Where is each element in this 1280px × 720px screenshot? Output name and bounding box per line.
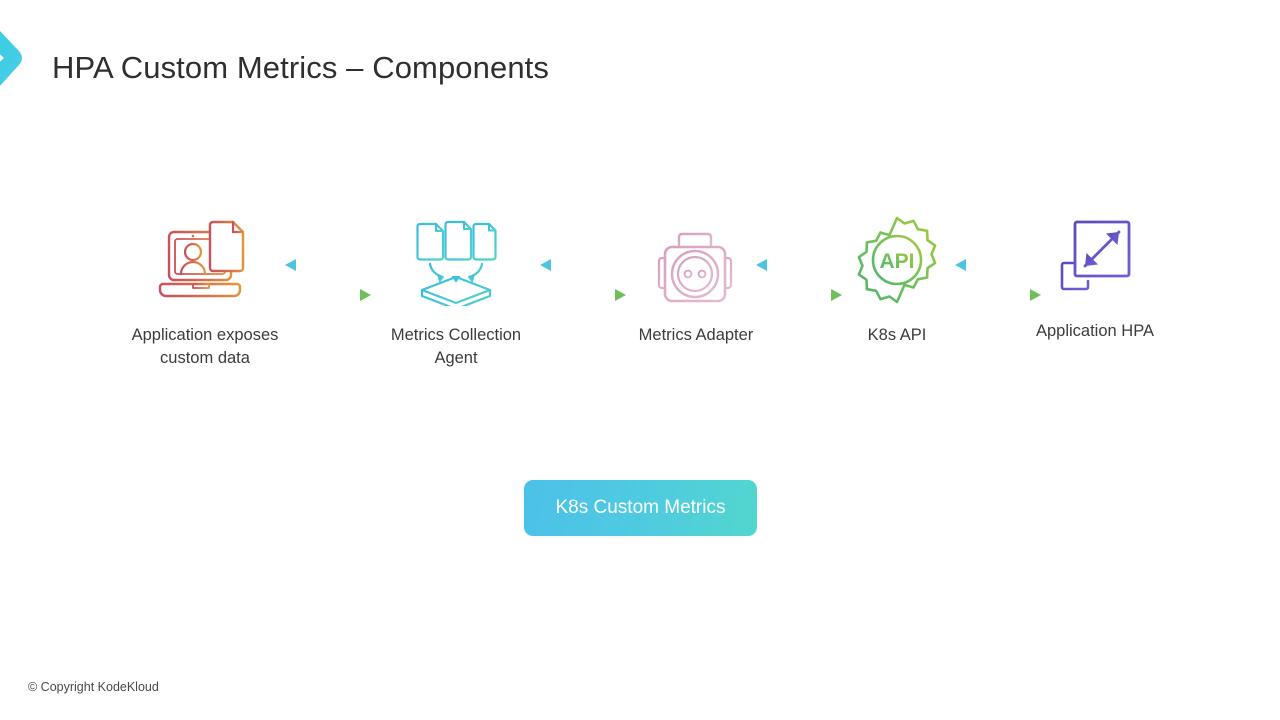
- flow-node-label: Metrics Collection Agent: [390, 326, 522, 367]
- flow-node-metrics-collection-agent[interactable]: Metrics Collection Agent: [356, 212, 556, 370]
- connector-2: [537, 250, 629, 310]
- connector-3: [753, 250, 845, 310]
- arrow-left-icon: [285, 259, 366, 271]
- power-adapter-icon: [596, 212, 796, 308]
- flow-node-application-hpa[interactable]: Application HPA: [995, 208, 1195, 343]
- scale-resize-icon: [995, 208, 1195, 304]
- flow-node-k8s-api[interactable]: API K8s API: [797, 212, 997, 347]
- svg-text:API: API: [879, 250, 914, 273]
- arrow-left-icon: [756, 259, 837, 271]
- flow-node-label: K8s API: [867, 326, 927, 344]
- arrow-left-icon: [955, 259, 1036, 271]
- arrow-right-icon: [290, 289, 371, 301]
- k8s-custom-metrics-button[interactable]: K8s Custom Metrics: [524, 480, 757, 536]
- footer-copyright: © Copyright KodeKloud: [28, 680, 159, 694]
- gear-api-icon: API: [797, 212, 997, 308]
- brand-chevron-mark: [0, 8, 40, 116]
- flow-node-application[interactable]: Application exposes custom data: [105, 212, 305, 370]
- arrow-right-icon: [545, 289, 626, 301]
- flow-node-label: Metrics Adapter: [638, 326, 754, 344]
- arrow-right-icon: [960, 289, 1041, 301]
- flow-node-metrics-adapter[interactable]: Metrics Adapter: [596, 212, 796, 347]
- laptop-user-document-icon: [105, 212, 305, 308]
- arrow-right-icon: [761, 289, 842, 301]
- arrow-left-icon: [540, 259, 621, 271]
- flow-node-label: Application HPA: [1035, 322, 1154, 340]
- connector-1: [282, 250, 374, 310]
- flow-node-label: Application exposes custom data: [131, 326, 279, 367]
- components-flow-diagram: Application exposes custom data: [0, 212, 1280, 392]
- documents-into-layer-icon: [356, 212, 556, 308]
- chevron-right-icon: [0, 31, 22, 86]
- page-title: HPA Custom Metrics – Components: [52, 50, 549, 85]
- connector-4: [952, 250, 1044, 310]
